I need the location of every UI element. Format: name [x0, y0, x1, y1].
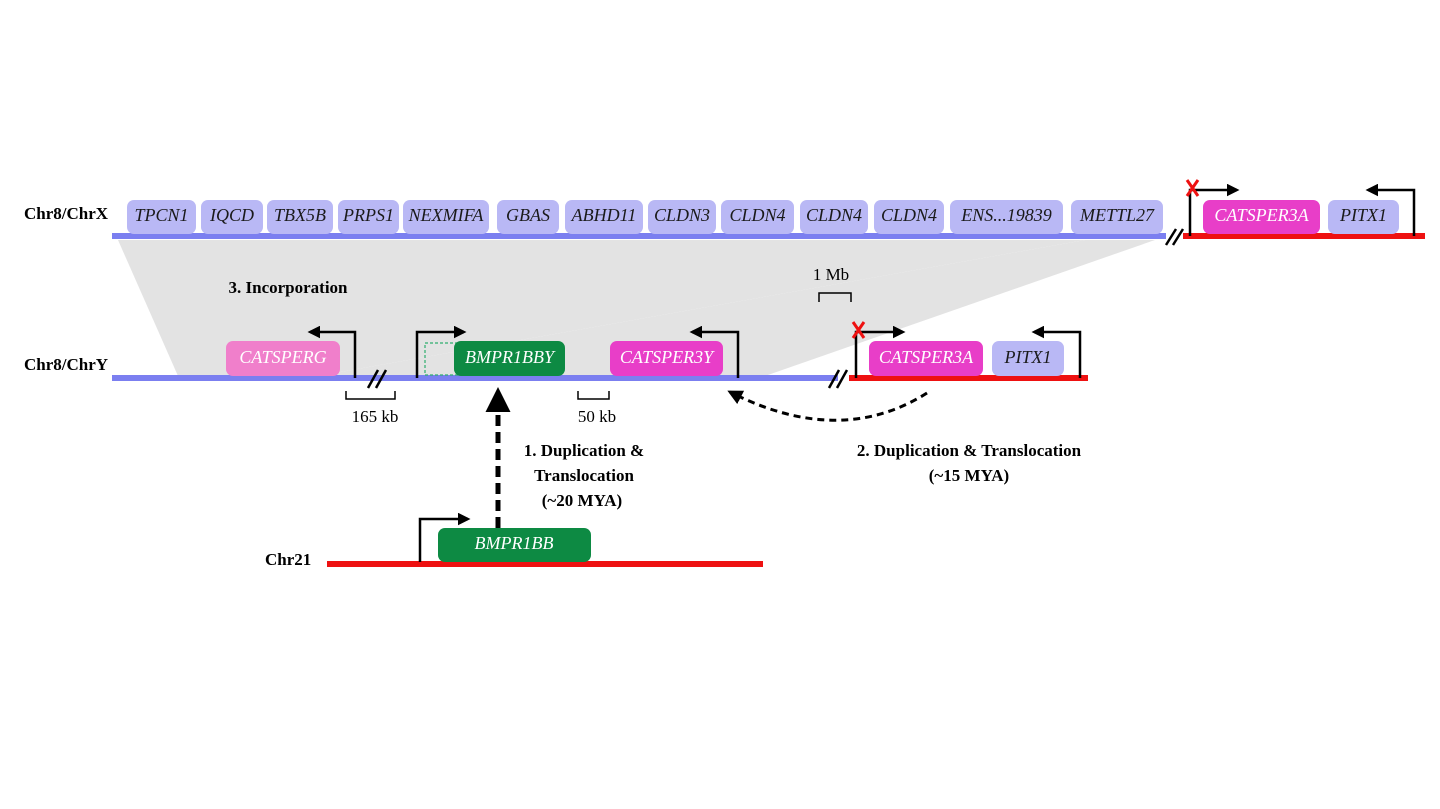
chry-catsper3a-gene: CATSPER3A: [869, 341, 983, 376]
chrx-gene-label: TBX5B: [274, 205, 326, 225]
chr21-bmpr1bb-label: BMPR1BB: [475, 533, 554, 553]
dup2-curved-arrow: [727, 390, 928, 422]
scale-165kb-label: 165 kb: [352, 407, 399, 426]
chrx-gene-label: ENS...19839: [960, 205, 1052, 225]
chrx-gene-11: CLDN4: [874, 200, 944, 234]
chrx-gene-2: IQCD: [201, 200, 263, 234]
dup2-label-line1: 2. Duplication & Translocation: [857, 441, 1082, 460]
chrx-gene-13: METTL27: [1071, 200, 1163, 234]
chrx-gene-label: CLDN4: [806, 205, 862, 225]
chrx-cross-icon: [1185, 179, 1200, 197]
dup2-label-line2: (~15 MYA): [929, 466, 1009, 485]
chrx-break-mark: [1164, 228, 1185, 246]
chry-red-segment: [849, 375, 1088, 381]
chrx-gene-3: TBX5B: [267, 200, 333, 234]
chry-cross-icon: [851, 321, 866, 339]
chry-label: Chr8/ChrY: [24, 355, 108, 374]
chry-catsperg-label: CATSPERG: [239, 347, 326, 367]
scale-165kb-bar: [345, 391, 396, 400]
dup1-label-line2: Translocation: [534, 466, 634, 485]
dup1-label-line3: (~20 MYA): [542, 491, 622, 510]
chrx-gene-10: CLDN4: [800, 200, 868, 234]
chrx-pitx1-tss-arrow: [1365, 183, 1416, 236]
chrx-gene-row: TPCN1 IQCD TBX5B PRPS1 NEXMIFA GBAS ABHD11 CLDN…: [127, 200, 1163, 234]
chry-catsperg-gene: CATSPERG: [226, 341, 340, 376]
chrx-catsper3a-gene: CATSPER3A: [1203, 200, 1320, 234]
chry-catsper3y-label: CATSPER3Y: [620, 347, 715, 367]
chr21-red-segment: [327, 561, 763, 567]
chry-bmpr1bby-tss-arrow: [415, 325, 467, 378]
chrx-gene-9: CLDN4: [721, 200, 794, 234]
chry-blue-segment: [112, 375, 838, 381]
chrx-gene-label: TPCN1: [134, 205, 188, 225]
scale-1mb-label: 1 Mb: [813, 265, 849, 284]
chrx-red-segment: [1183, 233, 1425, 239]
dup1-label-line1: 1. Duplication &: [524, 441, 644, 460]
chry-pitx1-tss-arrow: [1031, 325, 1082, 378]
chrx-gene-5: NEXMIFA: [403, 200, 489, 234]
chrx-gene-8: CLDN3: [648, 200, 716, 234]
chry-pitx1-label: PITX1: [1004, 347, 1052, 367]
chrx-gene-6: GBAS: [497, 200, 559, 234]
chry-pitx1-gene: PITX1: [992, 341, 1064, 376]
chrx-pitx1-label: PITX1: [1339, 205, 1387, 225]
scale-50kb-label: 50 kb: [578, 407, 616, 426]
chrx-gene-label: GBAS: [506, 205, 550, 225]
chry-bmpr1bby-label: BMPR1BBY: [465, 347, 556, 367]
chrx-gene-label: NEXMIFA: [408, 205, 485, 225]
scale-1mb-bar: [818, 292, 852, 302]
chrx-catsper3a-label: CATSPER3A: [1214, 205, 1309, 225]
chr21-label: Chr21: [265, 550, 311, 569]
chrx-gene-label: IQCD: [209, 205, 254, 225]
chry-catsperg-tss-arrow: [307, 325, 357, 378]
chrx-gene-1: TPCN1: [127, 200, 196, 234]
chrx-gene-label: CLDN4: [729, 205, 785, 225]
chrx-gene-label: CLDN4: [881, 205, 937, 225]
chrx-gene-4: PRPS1: [338, 200, 399, 234]
chry-catsper3y-gene: CATSPER3Y: [610, 341, 723, 376]
chry-catsper3a-label: CATSPER3A: [879, 347, 974, 367]
chr21-bmpr1bb-gene: BMPR1BB: [438, 528, 591, 562]
scale-50kb-bar: [577, 391, 610, 400]
chrx-label: Chr8/ChrX: [24, 204, 109, 223]
chry-bmpr1bby-gene: BMPR1BBY: [454, 341, 565, 376]
chry-catsper3y-tss-arrow: [689, 325, 740, 378]
chry-break-mark-right: [827, 369, 849, 389]
chrx-gene-label: METTL27: [1079, 205, 1155, 225]
chry-break-mark-left: [366, 369, 388, 389]
chrx-pitx1-gene: PITX1: [1328, 200, 1399, 234]
chr21-bmpr1bb-tss-arrow: [418, 512, 471, 562]
incorporation-label: 3. Incorporation: [229, 278, 349, 297]
chrx-gene-label: ABHD11: [571, 205, 637, 225]
chrx-blue-segment: [112, 233, 1166, 239]
chrx-gene-12: ENS...19839: [950, 200, 1063, 234]
chrx-gene-7: ABHD11: [565, 200, 643, 234]
chrx-gene-label: CLDN3: [654, 205, 710, 225]
chrx-gene-label: PRPS1: [342, 205, 394, 225]
